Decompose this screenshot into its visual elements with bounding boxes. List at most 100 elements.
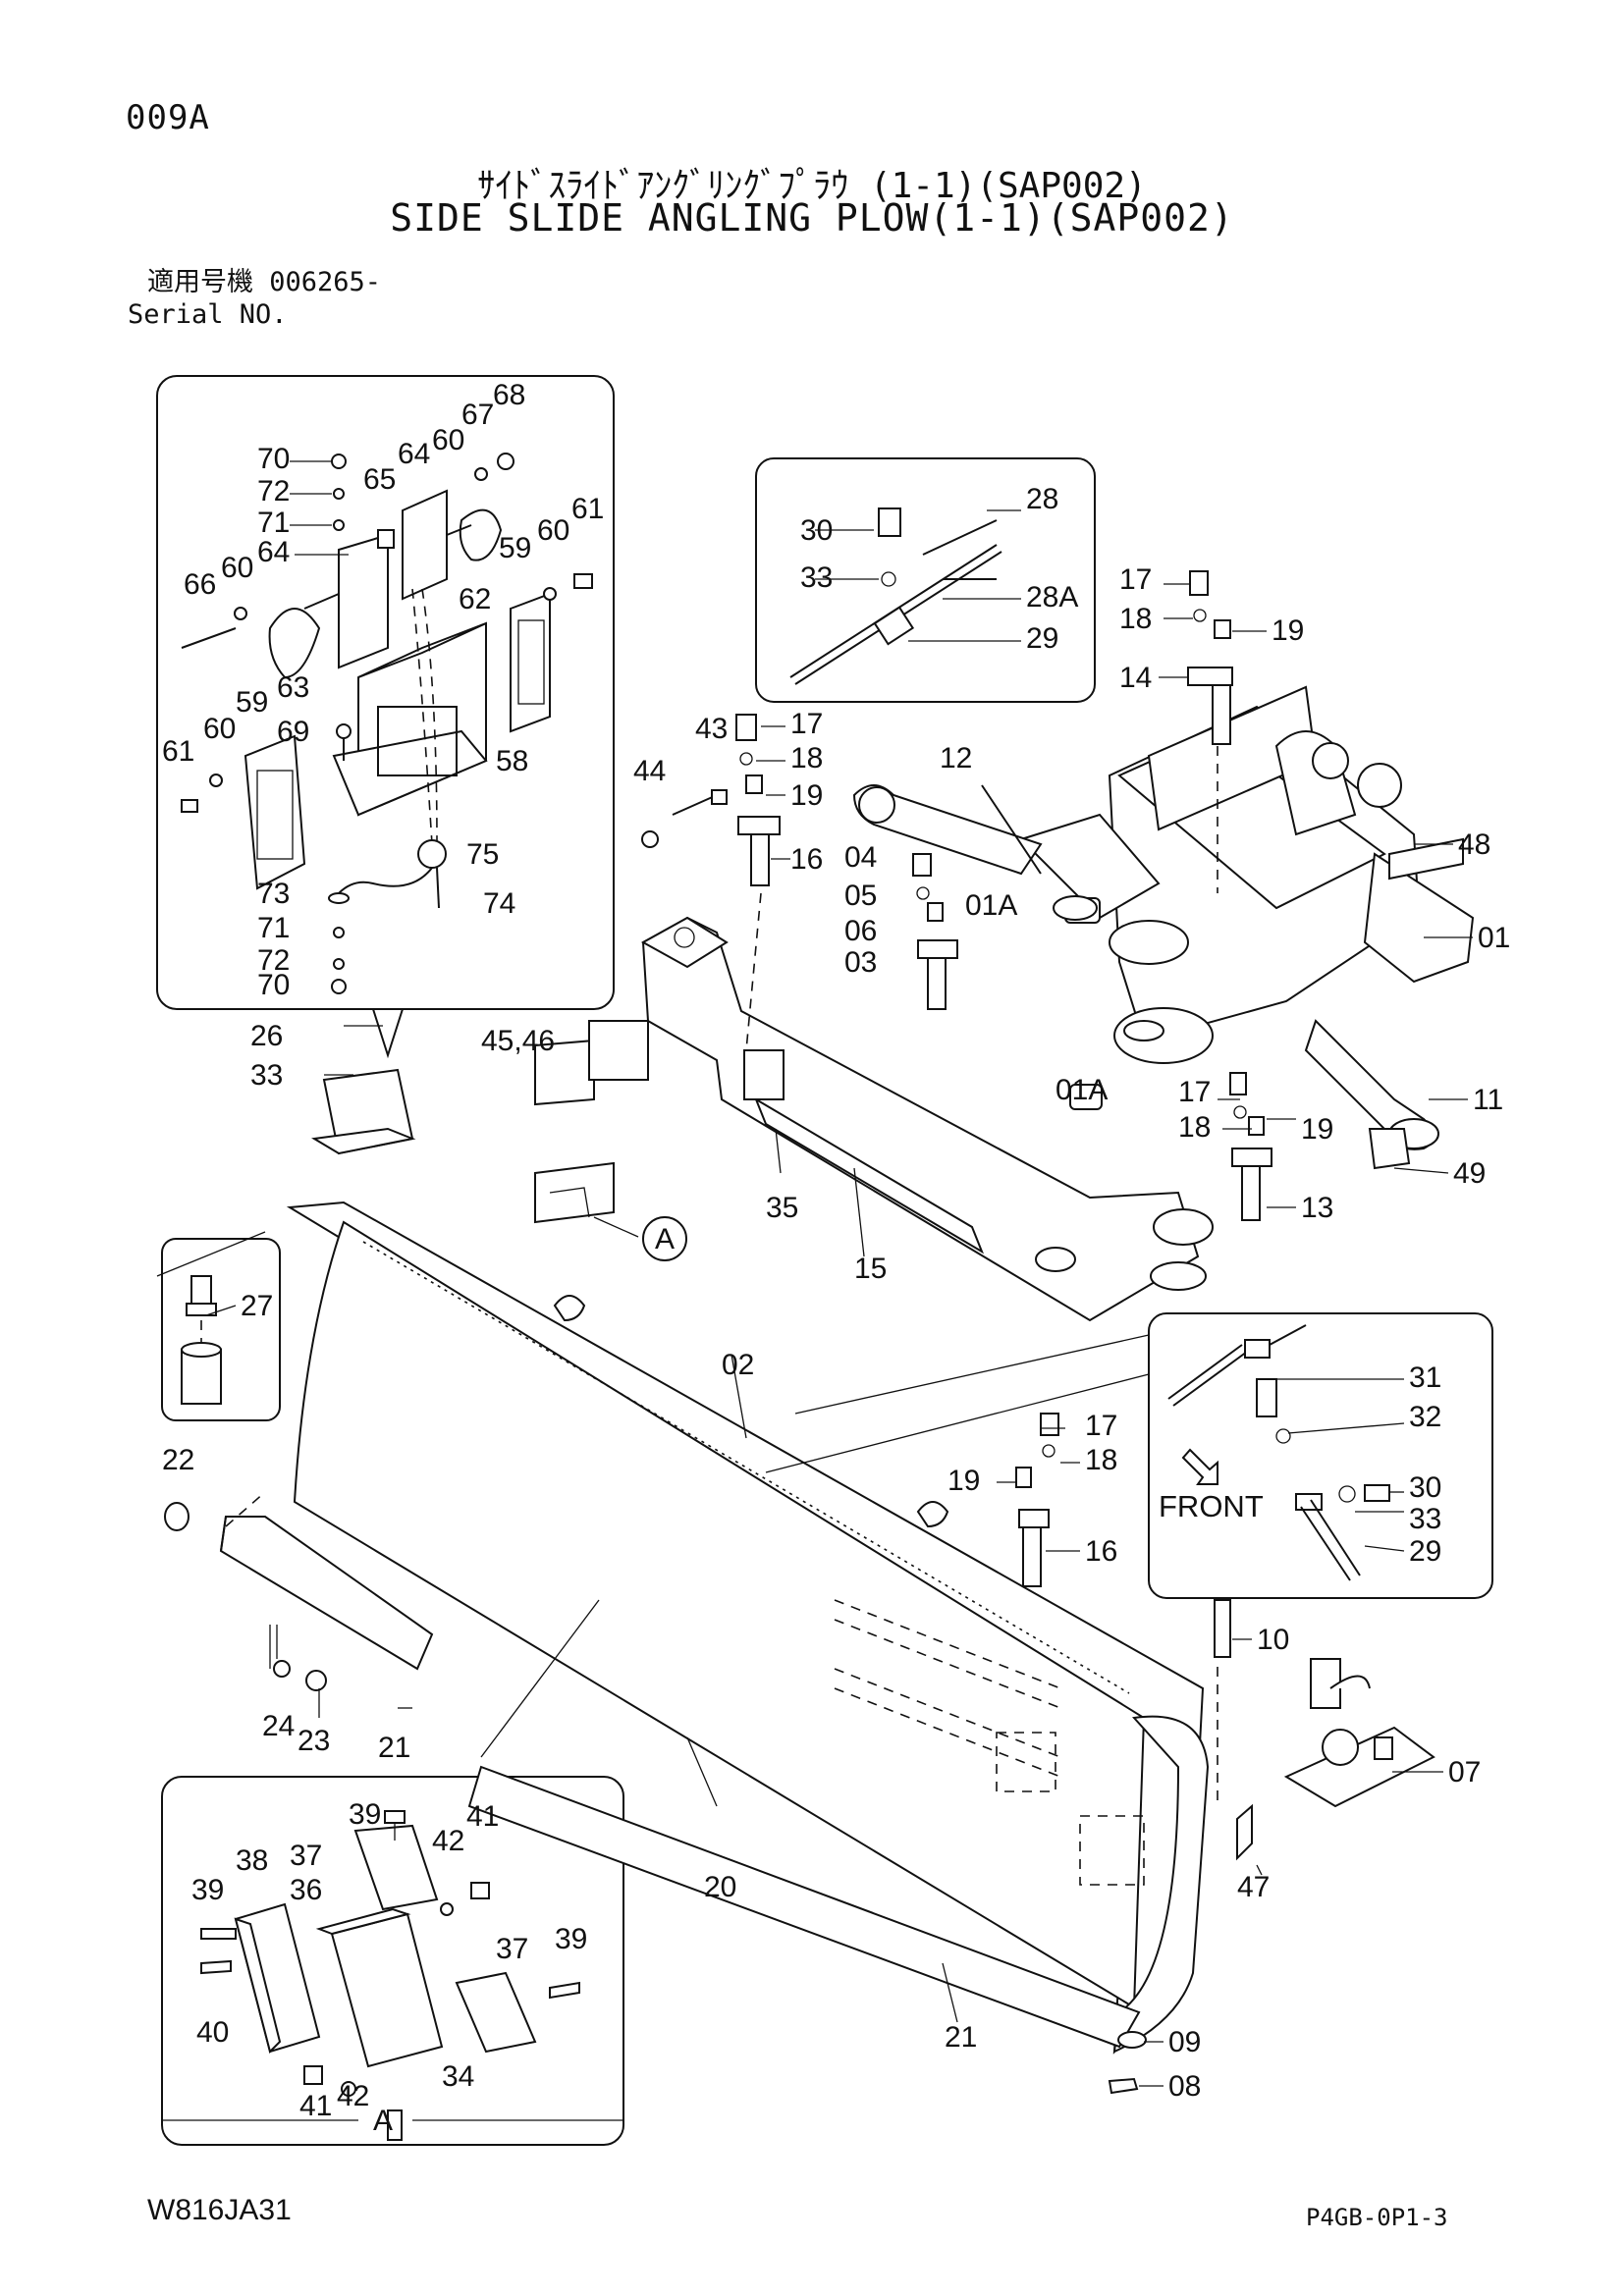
detail-a-label: A [373,2105,393,2137]
callout: 61 [162,735,194,768]
callout: 18 [1119,603,1152,635]
callout: 45,46 [481,1025,555,1057]
callout: 36 [290,1874,322,1906]
callout: 29 [1026,622,1058,655]
callout: 15 [854,1253,887,1285]
callout: 19 [1301,1113,1333,1146]
hose-detail-frame [755,457,1096,703]
callout: 22 [162,1444,194,1476]
page-title-japanese: ｻｲﾄﾞｽﾗｲﾄﾞｱﾝｸﾞﾘﾝｸﾞﾌﾟﾗｳ (1-1)(SAP002) [477,166,1147,206]
callout: 39 [349,1798,381,1831]
callout: 60 [221,552,253,584]
front-hose-detail-frame [1148,1312,1493,1599]
callout: 43 [695,713,728,745]
callout: 66 [184,568,216,601]
callout: 10 [1257,1624,1289,1656]
callout: 33 [250,1059,283,1092]
callout: 11 [1473,1084,1503,1116]
callout: 47 [1237,1871,1270,1903]
callouts-lamp: 70 72 71 65 64 60 67 68 64 60 61 59 66 6… [162,379,604,1001]
main-frame-drawing [852,685,1475,1170]
callout: 40 [196,2016,229,2049]
callout: 41 [466,1800,499,1833]
callout: 17 [1119,563,1152,596]
callout: 09 [1168,2026,1201,2058]
callout: 49 [1453,1157,1486,1190]
callout: 59 [236,686,268,719]
callout: 59 [499,532,531,564]
callout: 30 [800,514,833,547]
side-frame-drawing [311,746,1218,1322]
callout: 64 [398,438,430,470]
callout: 27 [241,1290,273,1322]
callouts-upper: 17 18 19 14 43 17 18 19 44 16 12 48 04 0… [241,563,1510,1322]
callout: 05 [844,880,877,912]
callout: 21 [378,1732,410,1764]
callout: 19 [790,779,823,812]
lamp-assembly-drawing [181,453,593,994]
callout: 69 [277,716,309,748]
hose-detail-drawing [789,507,1002,685]
callout: 29 [1409,1535,1441,1568]
callout: 14 [1119,662,1152,694]
callout: 16 [1085,1535,1117,1568]
page-title-english: SIDE SLIDE ANGLING PLOW(1-1)(SAP002) [390,196,1234,240]
callout: 23 [298,1725,330,1757]
lamp-detail-frame [156,375,615,1010]
callout: 04 [844,841,877,874]
leader-lines [156,460,1473,2121]
callout: 72 [257,944,290,977]
callout: 33 [800,561,833,594]
front-hose-drawing [1167,1324,1390,1581]
callout: 70 [257,443,290,475]
callout: 35 [766,1192,798,1224]
grease-nipple-drawing [181,1275,222,1405]
blade-drawing [164,1201,1253,2095]
callout: 03 [844,946,877,979]
callout: 28A [1026,581,1078,614]
detail-a-frame [161,1776,624,2146]
callout: 02 [722,1349,754,1381]
callouts-hose: 30 28 33 28A 29 [800,483,1078,655]
blade-fitting-drawing [1015,1413,1435,1808]
callout: 74 [483,887,515,920]
callout: 17 [1178,1076,1211,1108]
callout: 06 [844,915,877,947]
callout: 64 [257,536,290,568]
callout: 33 [1409,1503,1441,1535]
callout: 31 [1409,1362,1441,1394]
callout: 01 [1478,922,1510,954]
callout: 19 [947,1465,980,1497]
callout: 39 [555,1923,587,1955]
detail-a-drawing [200,1810,580,2141]
callout: 01A [1056,1074,1108,1106]
callout: 60 [537,514,569,547]
callout: 75 [466,838,499,871]
callout: 08 [1168,2070,1201,2103]
callout: 37 [290,1840,322,1872]
callout: 07 [1448,1756,1481,1789]
callout: 17 [1085,1410,1117,1442]
callout: 71 [257,507,290,539]
callout: 37 [496,1933,528,1965]
callout: 18 [1178,1111,1211,1144]
callout: 44 [633,755,666,787]
page-code: 009A [126,98,210,137]
callout: 21 [945,2021,977,2054]
callout: 70 [257,969,290,1001]
callout: 42 [337,2080,369,2112]
callout: 42 [432,1825,464,1857]
detail-a-callout [642,1216,687,1261]
page-reference: P4GB-0P1-3 [1306,2204,1448,2231]
callout: 41 [299,2090,332,2122]
callout: 20 [704,1871,736,1903]
callout: 63 [277,671,309,704]
callout: 62 [459,583,491,615]
callout: 30 [1409,1471,1441,1504]
callout: 18 [790,742,823,774]
callout: 71 [257,912,290,944]
callout: 28 [1026,483,1058,515]
callout: 68 [493,379,525,411]
callout: 39 [191,1874,224,1906]
